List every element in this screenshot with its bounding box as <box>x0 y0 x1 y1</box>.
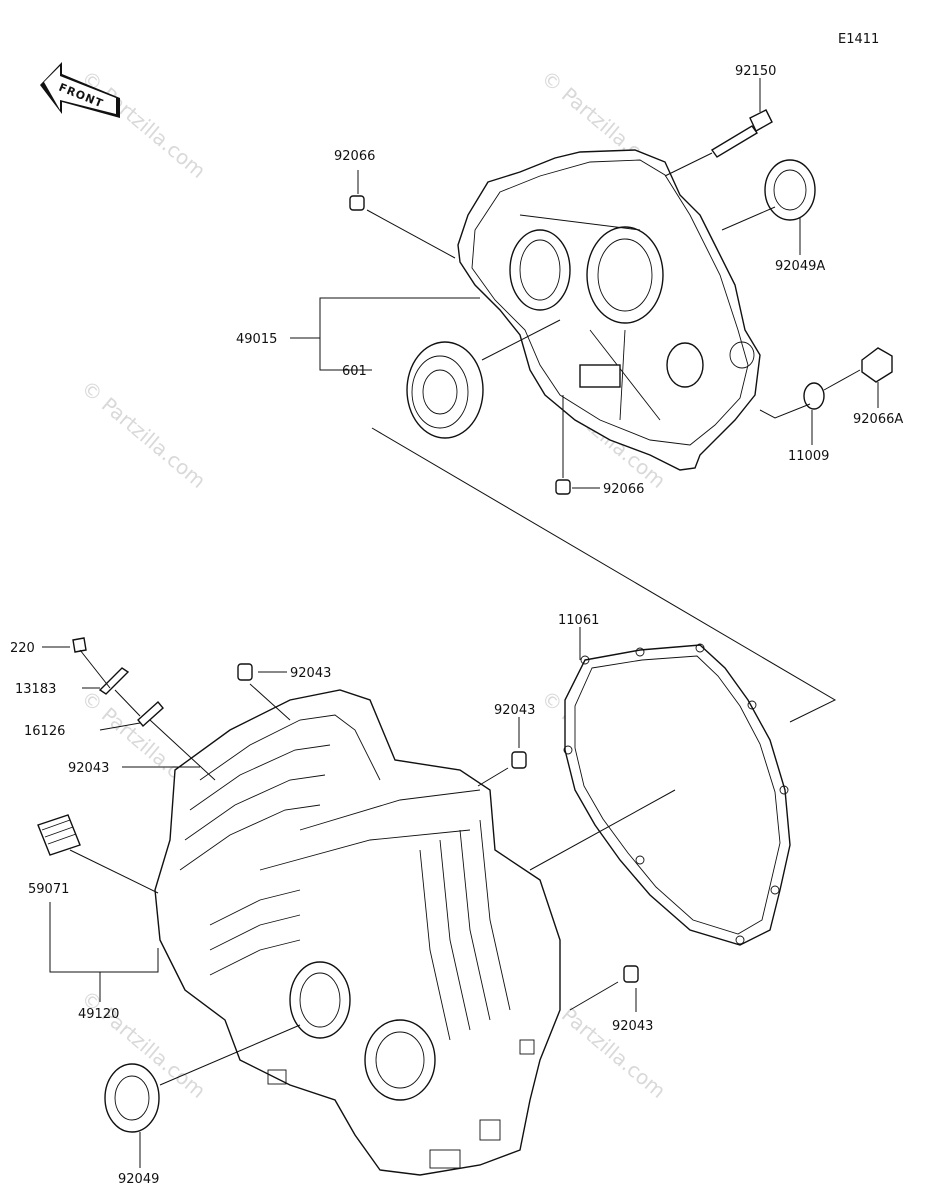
oil-seal-92049 <box>104 1063 160 1133</box>
plate-13183 <box>98 667 130 695</box>
part-label-92150: 92150 <box>735 64 776 79</box>
diagram-code: E1411 <box>838 32 879 47</box>
part-label-92049: 92049 <box>118 1172 159 1187</box>
part-label-92066A: 92066A <box>853 412 903 427</box>
watermark-1: © Partzilla.com <box>77 65 211 183</box>
gasket-11061 <box>563 643 791 946</box>
part-label-220: 220 <box>10 641 35 656</box>
part-label-13183: 13183 <box>15 682 56 697</box>
dowel-92066-bottom <box>555 479 571 495</box>
part-label-49015: 49015 <box>236 332 277 347</box>
part-label-92066-top: 92066 <box>334 149 375 164</box>
part-label-92043-a: 92043 <box>290 666 331 681</box>
part-label-92043-c: 92043 <box>494 703 535 718</box>
part-label-92043-d: 92043 <box>612 1019 653 1034</box>
bolt-92150 <box>710 109 773 158</box>
dowel-92066-top <box>349 195 365 211</box>
dowel-92043-a <box>237 663 253 681</box>
washer-11009 <box>803 382 825 410</box>
dowel-92043-c <box>511 751 527 769</box>
screw-220 <box>72 637 87 653</box>
part-label-49120: 49120 <box>78 1007 119 1022</box>
breather-59071 <box>37 814 81 856</box>
crankcase-cover <box>457 149 761 471</box>
part-label-92043-b: 92043 <box>68 761 109 776</box>
crankcase-body <box>154 689 561 1176</box>
part-label-59071: 59071 <box>28 882 69 897</box>
front-arrow-icon: FRONT <box>40 62 120 118</box>
bearing-601 <box>406 341 484 439</box>
part-label-16126: 16126 <box>24 724 65 739</box>
drain-plug-92066A <box>861 347 893 383</box>
part-label-11009: 11009 <box>788 449 829 464</box>
gasket-16126 <box>137 700 164 728</box>
oil-seal-92049A <box>764 159 816 221</box>
watermark-3: © Partzilla.com <box>77 375 211 493</box>
part-label-92066-bottom: 92066 <box>603 482 644 497</box>
part-label-92049A: 92049A <box>775 259 825 274</box>
part-label-601: 601 <box>342 364 367 379</box>
part-label-11061: 11061 <box>558 613 599 628</box>
dowel-92043-d <box>623 965 639 983</box>
